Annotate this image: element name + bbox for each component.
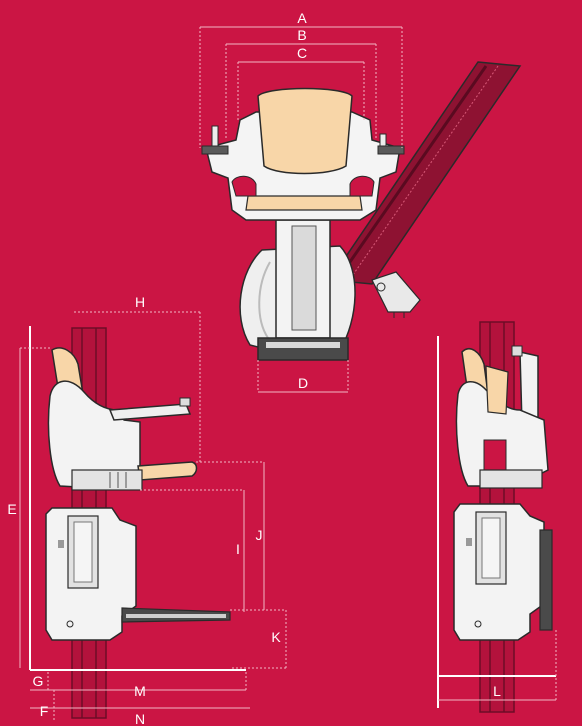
label-a: A [297,10,307,26]
inclined-rail [328,61,522,318]
seat-cushion-side [137,461,198,481]
label-c: C [297,45,307,61]
label-f: F [40,703,49,719]
backrest-cushion [257,87,353,175]
label-e: E [7,501,16,517]
side-view-folded [453,321,553,713]
label-d: D [298,375,308,391]
armrest-side [108,403,192,421]
label-b: B [297,27,306,43]
side-view-unfolded [45,327,231,719]
seat-shell-folded [455,381,549,487]
label-g: G [33,673,44,689]
footrest-folded [539,529,553,631]
label-k: K [271,629,281,645]
seat-cushion [245,195,363,211]
label-h: H [135,294,145,310]
label-i: I [236,541,240,557]
label-j: J [256,527,263,543]
label-m: M [134,683,146,699]
label-l: L [493,683,501,699]
dimension-lines-side [19,311,287,720]
footrest-front [257,337,349,361]
front-view-stairlift [201,61,522,361]
dimension-lines-front [199,26,403,393]
label-n: N [135,711,145,726]
dimension-lines-folded [437,336,557,708]
